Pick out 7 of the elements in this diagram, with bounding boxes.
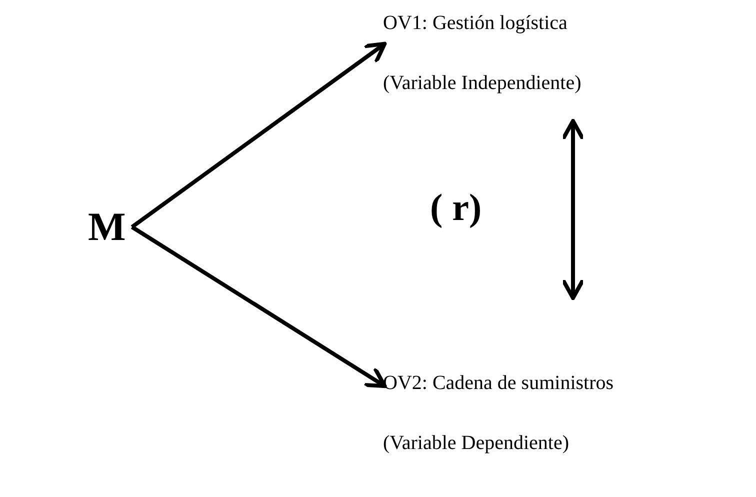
arrow xyxy=(130,225,387,388)
sample-label: M xyxy=(88,203,126,250)
variable-type: (Variable Dependiente) xyxy=(383,432,570,455)
arrow xyxy=(130,42,387,229)
double-arrow xyxy=(561,119,585,300)
variable-type: (Variable Independiente) xyxy=(383,72,582,95)
variable-title: OV1: Gestión logística xyxy=(383,12,568,35)
